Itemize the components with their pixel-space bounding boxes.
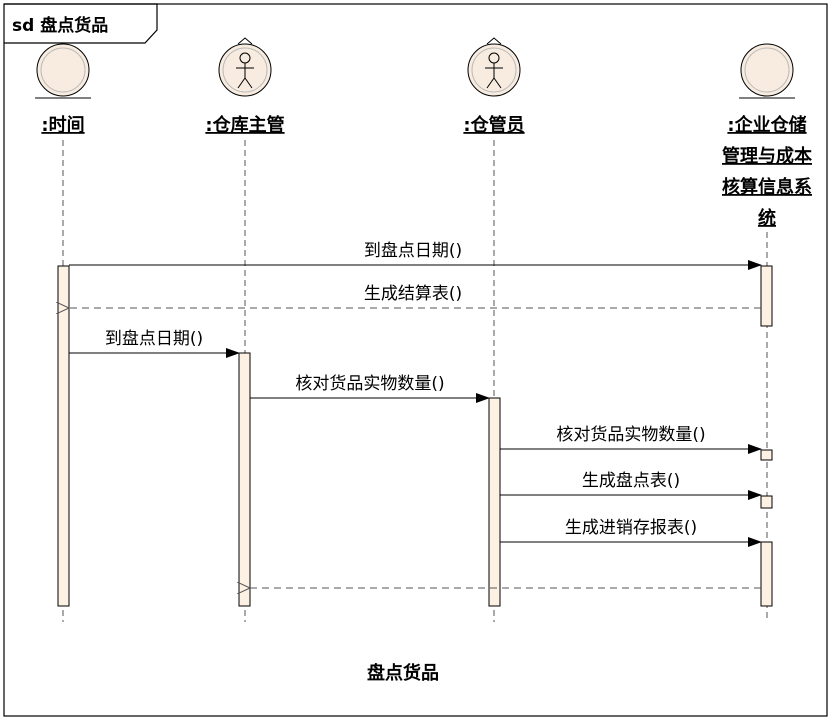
activation-bar xyxy=(760,449,773,461)
message-3: 到盘点日期() xyxy=(69,329,240,358)
actor-icon xyxy=(218,37,272,97)
entity-icon xyxy=(739,43,795,99)
message-label: 核对货品实物数量() xyxy=(556,425,705,445)
message-label: 核对货品实物数量() xyxy=(295,374,444,394)
lifeline-label-time: :时间 xyxy=(41,115,84,136)
message-2: 生成结算表() xyxy=(69,284,761,308)
lifeline-label-keeper: :仓管员 xyxy=(463,114,524,136)
lifeline-time: :时间 xyxy=(35,43,91,622)
activation-bar xyxy=(760,541,773,607)
lifeline-label-system-line4: 统 xyxy=(758,207,776,229)
message-label: 生成盘点表() xyxy=(582,471,680,491)
lifeline-manager: :仓库主管 xyxy=(205,37,285,622)
activation-bar xyxy=(760,495,773,509)
diagram-frame xyxy=(3,3,828,717)
lifeline-system: :企业仓储 管理与成本 核算信息系 统 xyxy=(722,43,812,622)
activation-bar xyxy=(238,352,251,607)
diagram-caption: 盘点货品 xyxy=(367,662,439,684)
message-label: 到盘点日期() xyxy=(364,241,462,261)
lifeline-label-system-line1: :企业仓储 xyxy=(727,114,806,136)
message-4: 核对货品实物数量() xyxy=(250,374,490,403)
message-label: 生成结算表() xyxy=(364,284,462,304)
message-7: 生成进销存报表() xyxy=(500,518,762,547)
lifeline-label-manager: :仓库主管 xyxy=(205,114,284,136)
lifeline-label-system-line3: 核算信息系 xyxy=(722,176,812,198)
message-5: 核对货品实物数量() xyxy=(500,425,762,454)
frame-title: sd 盘点货品 xyxy=(12,15,108,36)
activation-bar xyxy=(57,265,70,607)
message-6: 生成盘点表() xyxy=(500,471,762,500)
activation-bar xyxy=(760,265,773,327)
clock-icon xyxy=(35,43,91,99)
message-label: 生成进销存报表() xyxy=(565,518,697,538)
message-1: 到盘点日期() xyxy=(69,241,762,270)
message-label: 到盘点日期() xyxy=(105,329,203,349)
lifeline-label-system-line2: 管理与成本 xyxy=(722,145,812,167)
lifeline-keeper: :仓管员 xyxy=(463,37,525,622)
frame-title-tab xyxy=(4,3,158,44)
actor-icon xyxy=(467,37,521,97)
activation-bar xyxy=(488,397,501,607)
